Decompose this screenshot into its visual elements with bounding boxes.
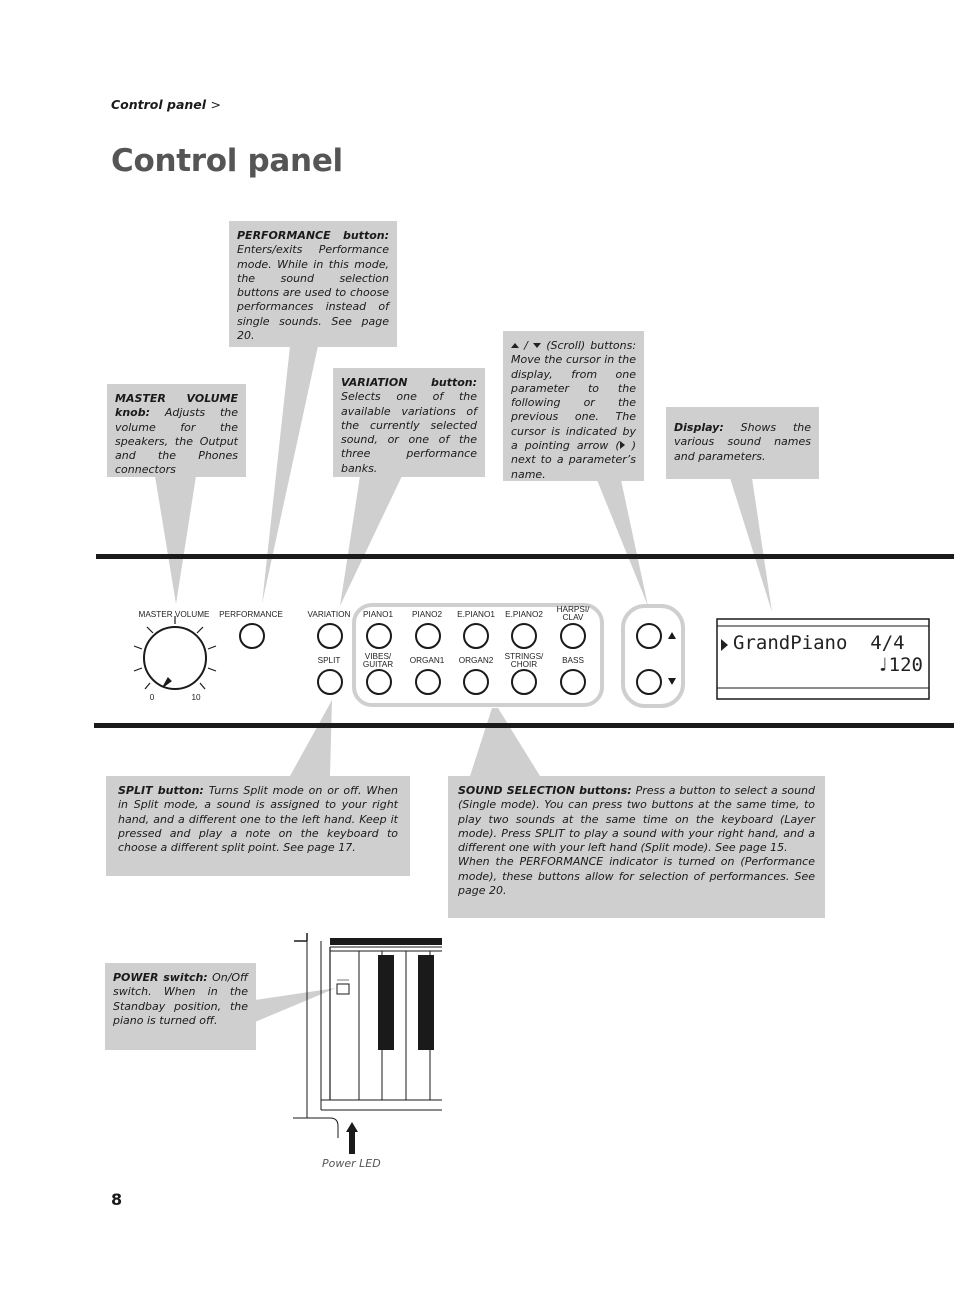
breadcrumb: Control panel > xyxy=(111,97,221,112)
breadcrumb-section: Control panel xyxy=(111,97,207,112)
sound-button-bass[interactable] xyxy=(560,669,586,695)
sound-label-choir: CHOIR xyxy=(511,660,537,669)
cursor-arrow-icon xyxy=(721,639,728,651)
power-switch[interactable] xyxy=(336,983,350,995)
callout-power-text: On/Off switch. When in the Standbay posi… xyxy=(113,971,248,1027)
scroll-up-button[interactable] xyxy=(636,623,662,649)
pointer-scroll xyxy=(597,480,648,606)
sound-label-organ1: ORGAN1 xyxy=(410,656,445,665)
callout-power-term: POWER switch: xyxy=(113,971,208,984)
sound-label-epiano1: E.PIANO1 xyxy=(457,610,495,619)
sound-label-strings: STRINGS/ xyxy=(505,652,544,661)
panel-top-rail xyxy=(96,554,954,559)
pointing-arrow-icon xyxy=(619,441,625,450)
callout-scroll-separator: / xyxy=(524,339,528,352)
callout-split: SPLIT button: Turns Split mode on or off… xyxy=(106,776,410,876)
callout-master-volume: MASTER VOLUME knob: Adjusts the volume f… xyxy=(107,384,246,477)
panel-bottom-rail xyxy=(94,723,954,728)
callout-performance-term: PERFORMANCE button: xyxy=(237,229,389,242)
performance-button[interactable] xyxy=(239,623,265,649)
sound-button-harpsi-clav[interactable] xyxy=(560,623,586,649)
sound-label-epiano2: E.PIANO2 xyxy=(505,610,543,619)
pointer-variation xyxy=(340,476,402,606)
sound-button-epiano1[interactable] xyxy=(463,623,489,649)
sound-button-piano1[interactable] xyxy=(366,623,392,649)
sound-label-piano1: PIANO1 xyxy=(363,610,393,619)
pointer-sound-selection xyxy=(470,708,540,776)
sound-button-organ2[interactable] xyxy=(463,669,489,695)
page-title: Control panel xyxy=(111,143,343,179)
display-frame xyxy=(716,618,930,700)
sound-label-guitar: GUITAR xyxy=(363,660,393,669)
scroll-down-icon xyxy=(533,343,542,348)
sound-selection-group xyxy=(352,603,604,707)
pointer-master-volume xyxy=(155,476,196,604)
callout-variation-term: VARIATION button: xyxy=(341,376,477,389)
callout-performance-text: Enters/exits Performance mode. While in … xyxy=(237,243,389,343)
callout-scroll-text: (Scroll) buttons: Move the cursor in the… xyxy=(511,339,637,453)
arrow-up-icon xyxy=(668,632,676,639)
callout-split-text: Turns Split mode on or off. When in Spli… xyxy=(118,784,398,855)
variation-label: VARIATION xyxy=(308,610,351,619)
master-volume-label: MASTER VOLUME xyxy=(139,610,211,619)
callout-display-text: Shows the various sound names and parame… xyxy=(674,421,811,463)
callout-display: Display: Shows the various sound names a… xyxy=(666,407,819,479)
split-label: SPLIT xyxy=(318,656,341,665)
callout-power: POWER switch: On/Off switch. When in the… xyxy=(105,963,256,1050)
callout-split-term: SPLIT button: xyxy=(118,784,204,797)
callout-pointers xyxy=(155,346,772,1022)
callout-sound-selection-text2: When the PERFORMANCE indicator is turned… xyxy=(458,855,815,898)
sound-button-piano2[interactable] xyxy=(415,623,441,649)
sound-label-bass: BASS xyxy=(562,656,584,665)
power-led-arrow-icon xyxy=(346,1122,358,1154)
display-line-2: ♩120 xyxy=(877,654,923,676)
breadcrumb-separator: > xyxy=(210,97,221,112)
power-led-label: Power LED xyxy=(322,1157,381,1170)
pointer-power xyxy=(255,988,336,1022)
sound-label-piano2: PIANO2 xyxy=(412,610,442,619)
piano-side-illustration xyxy=(293,933,442,1138)
callout-scroll: / (Scroll) buttons: Move the cursor in t… xyxy=(503,331,644,481)
callout-sound-selection-term: SOUND SELECTION buttons: xyxy=(458,784,632,797)
scroll-up-icon xyxy=(511,343,519,348)
sound-label-clav: CLAV xyxy=(563,613,584,622)
callout-variation-text: Selects one of the available variations … xyxy=(341,390,477,475)
arrow-down-icon xyxy=(668,678,676,685)
scroll-down-button[interactable] xyxy=(636,669,662,695)
scroll-group xyxy=(621,604,685,708)
sound-button-strings-choir[interactable] xyxy=(511,669,537,695)
sound-button-epiano2[interactable] xyxy=(511,623,537,649)
sound-button-vibes-guitar[interactable] xyxy=(366,669,392,695)
callout-display-term: Display: xyxy=(674,421,724,434)
page-number: 8 xyxy=(111,1190,123,1209)
callout-scroll-text-end: ) next to a parameter’s name. xyxy=(511,439,636,481)
scale-max-label: 10 xyxy=(191,693,201,702)
display-line-1: GrandPiano 4/4 xyxy=(733,632,905,654)
sound-label-harpsi: HARPSI/ xyxy=(557,605,590,614)
scale-min-label: 0 xyxy=(150,693,155,702)
pointer-display xyxy=(730,478,772,612)
master-volume-knob[interactable] xyxy=(133,616,217,690)
performance-label: PERFORMANCE xyxy=(219,610,283,619)
sound-label-vibes: VIBES/ xyxy=(365,652,392,661)
callout-sound-selection: SOUND SELECTION buttons: Press a button … xyxy=(448,776,825,918)
variation-button[interactable] xyxy=(317,623,343,649)
callout-sound-selection-text: Press a button to select a sound (Single… xyxy=(458,784,816,855)
callout-master-volume-term: MASTER VOLUME knob: xyxy=(115,392,238,420)
sound-label-organ2: ORGAN2 xyxy=(459,656,494,665)
pointer-split xyxy=(290,700,332,776)
callout-variation: VARIATION button: Selects one of the ava… xyxy=(333,368,485,477)
pointer-performance xyxy=(262,346,318,604)
lcd-display: GrandPiano 4/4 ♩120 xyxy=(719,628,927,684)
callout-performance: PERFORMANCE button: Enters/exits Perform… xyxy=(229,221,397,347)
sound-button-organ1[interactable] xyxy=(415,669,441,695)
split-button[interactable] xyxy=(317,669,343,695)
callout-master-volume-text: Adjusts the volume for the speakers, the… xyxy=(115,406,238,477)
